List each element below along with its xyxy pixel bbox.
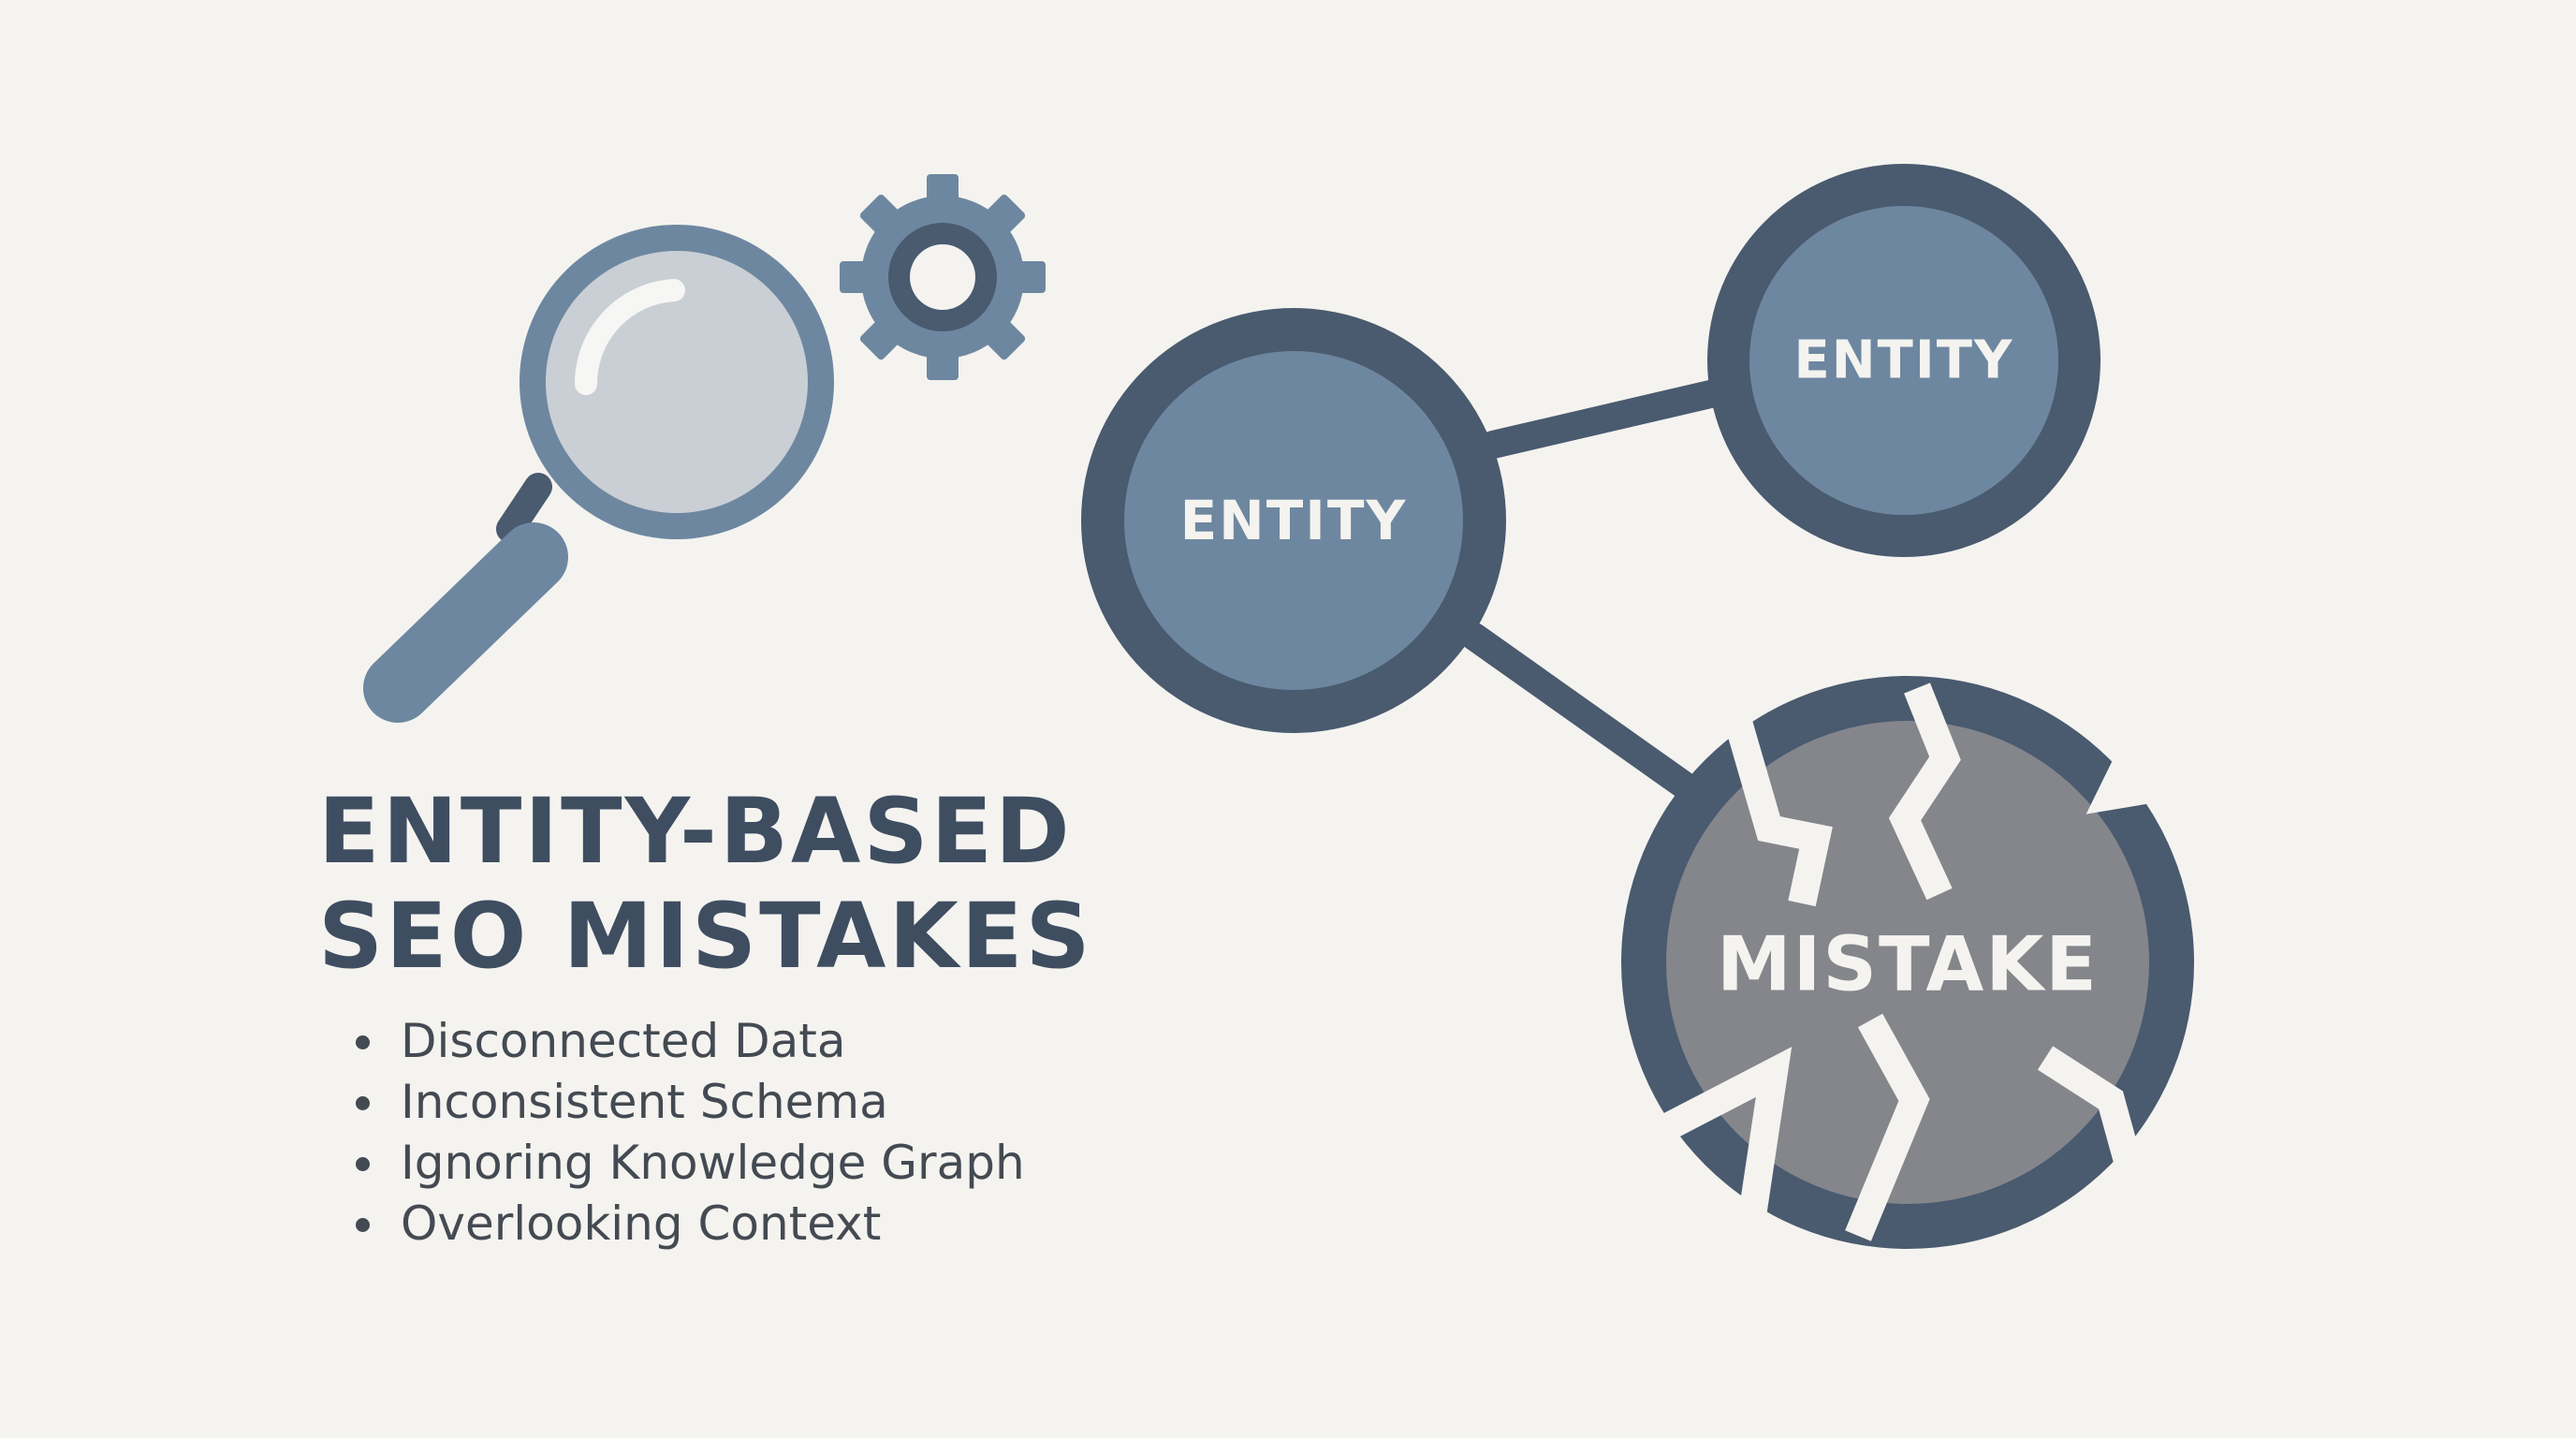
list-item: Overlooking Context: [352, 1194, 1025, 1255]
mistake-node-label: MISTAKE: [1717, 921, 2099, 1008]
entity-node-right-label: ENTITY: [1794, 330, 2014, 391]
entity-node-center: ENTITY: [1081, 308, 1506, 733]
mistake-list: Disconnected Data Inconsistent Schema Ig…: [352, 1011, 1025, 1255]
entity-node-center-label: ENTITY: [1180, 489, 1408, 552]
connector-entity-entity: [1479, 377, 1736, 459]
title-line-2: SEO MISTAKES: [318, 884, 1093, 989]
mistake-node: MISTAKE: [1621, 675, 2194, 1249]
gear-icon: [840, 174, 1046, 380]
magnifying-glass-icon: [363, 225, 834, 723]
connector-entity-mistake: [1460, 623, 1713, 810]
list-item: Inconsistent Schema: [352, 1072, 1025, 1133]
list-item: Disconnected Data: [352, 1011, 1025, 1072]
title-line-1: ENTITY-BASED: [318, 779, 1073, 884]
page-title: ENTITY-BASED SEO MISTAKES: [318, 779, 1093, 989]
crack-lines: [1641, 675, 2180, 1241]
entity-node-right: ENTITY: [1707, 164, 2100, 557]
list-item: Ignoring Knowledge Graph: [352, 1133, 1025, 1194]
